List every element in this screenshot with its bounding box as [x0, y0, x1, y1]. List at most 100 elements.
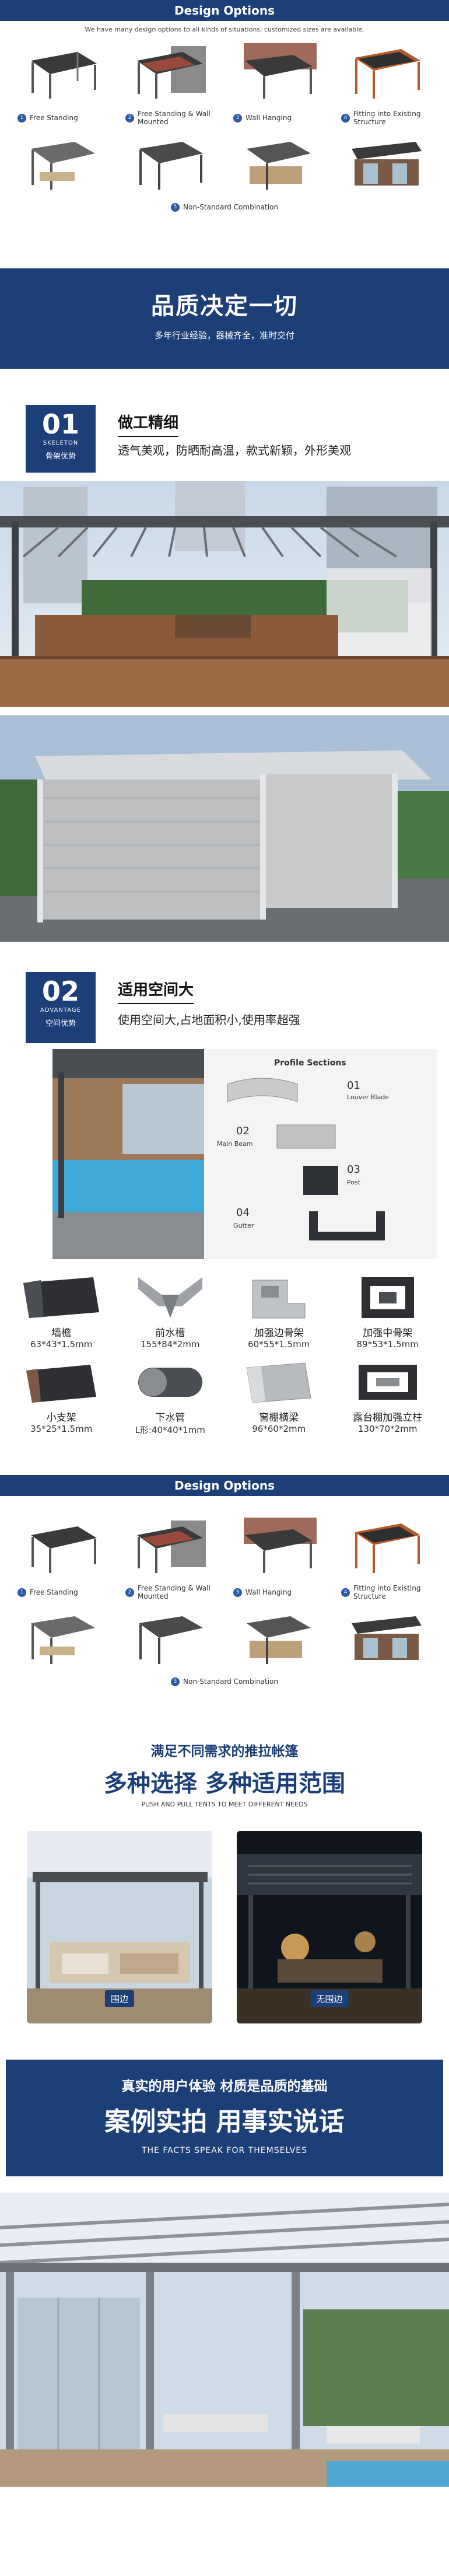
part-size: L形:40*40*1mm: [135, 1425, 205, 1435]
part-pic: [338, 1355, 438, 1409]
advantage-num: 02: [41, 976, 79, 1007]
enclosed-pergola-image: [0, 715, 449, 942]
thumb-combo-4: [341, 1603, 432, 1672]
option-5-num: 5: [171, 202, 180, 212]
profile-sections: Profile Sections 01 Louver Blade 02 Main…: [0, 1049, 449, 1259]
part-name: 下水管: [155, 1412, 185, 1424]
part-pic: [229, 1355, 329, 1409]
thumb-combo-3: [233, 129, 324, 198]
option-3-label: Wall Hanging: [245, 114, 292, 122]
thumb-combo-1: [17, 129, 108, 198]
option-2-label: Free Standing & Wall Mounted: [138, 1584, 211, 1600]
post-icon: [303, 1166, 338, 1195]
quality-subtitle: 多年行业经验，器械齐全，准时交付: [154, 330, 294, 341]
pergola-deck-image: [0, 481, 449, 707]
part-pic: [12, 1355, 111, 1409]
design-options-title-2: Design Options: [0, 1475, 449, 1496]
thumb-free-standing: [17, 38, 108, 107]
thumb-free-standing-wall: [125, 38, 216, 107]
thumb-combo-4: [341, 129, 432, 198]
skeleton-badge: 01 SKELETON 骨架优势: [26, 405, 96, 473]
profile-4-num: 04: [236, 1207, 250, 1219]
facts-box: 真实的用户体验 材质是品质的基础 案例实拍 用事实说话 THE FACTS SP…: [6, 2060, 443, 2176]
case-without-side-image: [237, 1831, 422, 2023]
part-name: 露台棚加强立柱: [353, 1412, 423, 1424]
large-pergola-image: [0, 2193, 449, 2487]
thumb-free-standing: [17, 1512, 108, 1581]
skeleton-feature: 01 SKELETON 骨架优势 做工精细 透气美观，防晒耐高温，款式新颖，外形…: [0, 369, 449, 473]
thumb-existing-structure: [341, 38, 432, 107]
profile-title: Profile Sections: [274, 1058, 346, 1068]
facts-banner: 真实的用户体验 材质是品质的基础 案例实拍 用事实说话 THE FACTS SP…: [0, 2041, 449, 2183]
thumb-existing-structure: [341, 1512, 432, 1581]
part-item: 下水管 L形:40*40*1mm: [121, 1355, 220, 1436]
push-headline: 多种选择 多种适用范围: [104, 1770, 345, 1797]
thumb-wall-hanging: [233, 1512, 324, 1581]
thumb-combo-2: [125, 1603, 216, 1672]
design-options-title: Design Options: [0, 0, 449, 21]
parts-grid: 墙檐 63*43*1.5mm 前水槽 155*84*2mm 加强边骨架 60*5…: [0, 1265, 449, 1436]
part-size: 89*53*1.5mm: [356, 1339, 419, 1350]
skeleton-desc: 透气美观，防晒耐高温，款式新颖，外形美观: [118, 443, 351, 457]
option-2-label: Free Standing & Wall Mounted: [138, 110, 211, 126]
profile-2-label: Main Beam: [217, 1140, 253, 1148]
thumb-wall-hanging: [233, 38, 324, 107]
advantage-cn: 空间优势: [45, 1019, 76, 1028]
option-3-num: 3: [233, 1588, 242, 1597]
option-4-num: 4: [341, 1588, 350, 1597]
part-name: 窗棚横梁: [259, 1412, 299, 1424]
option-1-num: 1: [17, 113, 26, 123]
part-pic: [229, 1271, 329, 1324]
option-2-num: 2: [125, 1588, 134, 1597]
profile-2-num: 02: [236, 1125, 250, 1137]
part-item: 小支架 35*25*1.5mm: [12, 1355, 111, 1436]
part-size: 35*25*1.5mm: [30, 1424, 93, 1434]
case-without-side: 无围边: [237, 1831, 422, 2023]
part-pic: [121, 1355, 220, 1409]
case-without-side-tag: 无围边: [310, 1990, 349, 2007]
thumb-combo-1: [17, 1603, 108, 1672]
part-item: 窗棚横梁 96*60*2mm: [229, 1355, 329, 1436]
photo-pergola-deck: [0, 481, 449, 707]
push-pull-section: 满足不同需求的推拉帐篷 多种选择 多种适用范围 PUSH AND PULL TE…: [0, 1732, 449, 2041]
option-2-num: 2: [125, 113, 134, 123]
option-3-label: Wall Hanging: [245, 1588, 292, 1596]
profile-1-label: Louver Blade: [347, 1093, 390, 1101]
louver-blade-icon: [227, 1078, 298, 1102]
option-4-label: Fitting into Existing Structure: [353, 1584, 421, 1600]
skeleton-en: SKELETON: [43, 440, 79, 446]
profile-panel: Profile Sections 01 Louver Blade 02 Main…: [204, 1049, 437, 1259]
design-options-subtitle: We have many design options to all kinds…: [85, 26, 364, 33]
pool-pergola-image: [52, 1049, 210, 1259]
option-2[interactable]: 2 Free Standing & Wall Mounted: [125, 1581, 216, 1603]
case-with-side: 围边: [27, 1831, 212, 2023]
option-1-label: Free Standing: [30, 1588, 78, 1596]
case-with-side-tag: 围边: [104, 1990, 135, 2007]
advantage-en: ADVANTAGE: [40, 1007, 81, 1013]
profile-3-label: Post: [347, 1179, 361, 1186]
part-name: 加强中骨架: [363, 1327, 413, 1339]
option-4-label: Fitting into Existing Structure: [353, 110, 421, 126]
main-beam-icon: [276, 1124, 336, 1149]
photo-large-pergola: [0, 2193, 449, 2487]
profile-1-num: 01: [347, 1079, 360, 1092]
option-5-label: Non-Standard Combination: [183, 203, 278, 211]
profile-4-label: Gutter: [233, 1222, 254, 1229]
option-2[interactable]: 2 Free Standing & Wall Mounted: [125, 107, 216, 129]
advantage-title: 适用空间大: [118, 978, 194, 1004]
part-pic: [12, 1271, 111, 1324]
part-item: 加强边骨架 60*55*1.5mm: [229, 1271, 329, 1350]
part-pic: [338, 1271, 438, 1324]
photo-enclosed-pergola: [0, 715, 449, 942]
profile-3-num: 03: [347, 1163, 360, 1176]
